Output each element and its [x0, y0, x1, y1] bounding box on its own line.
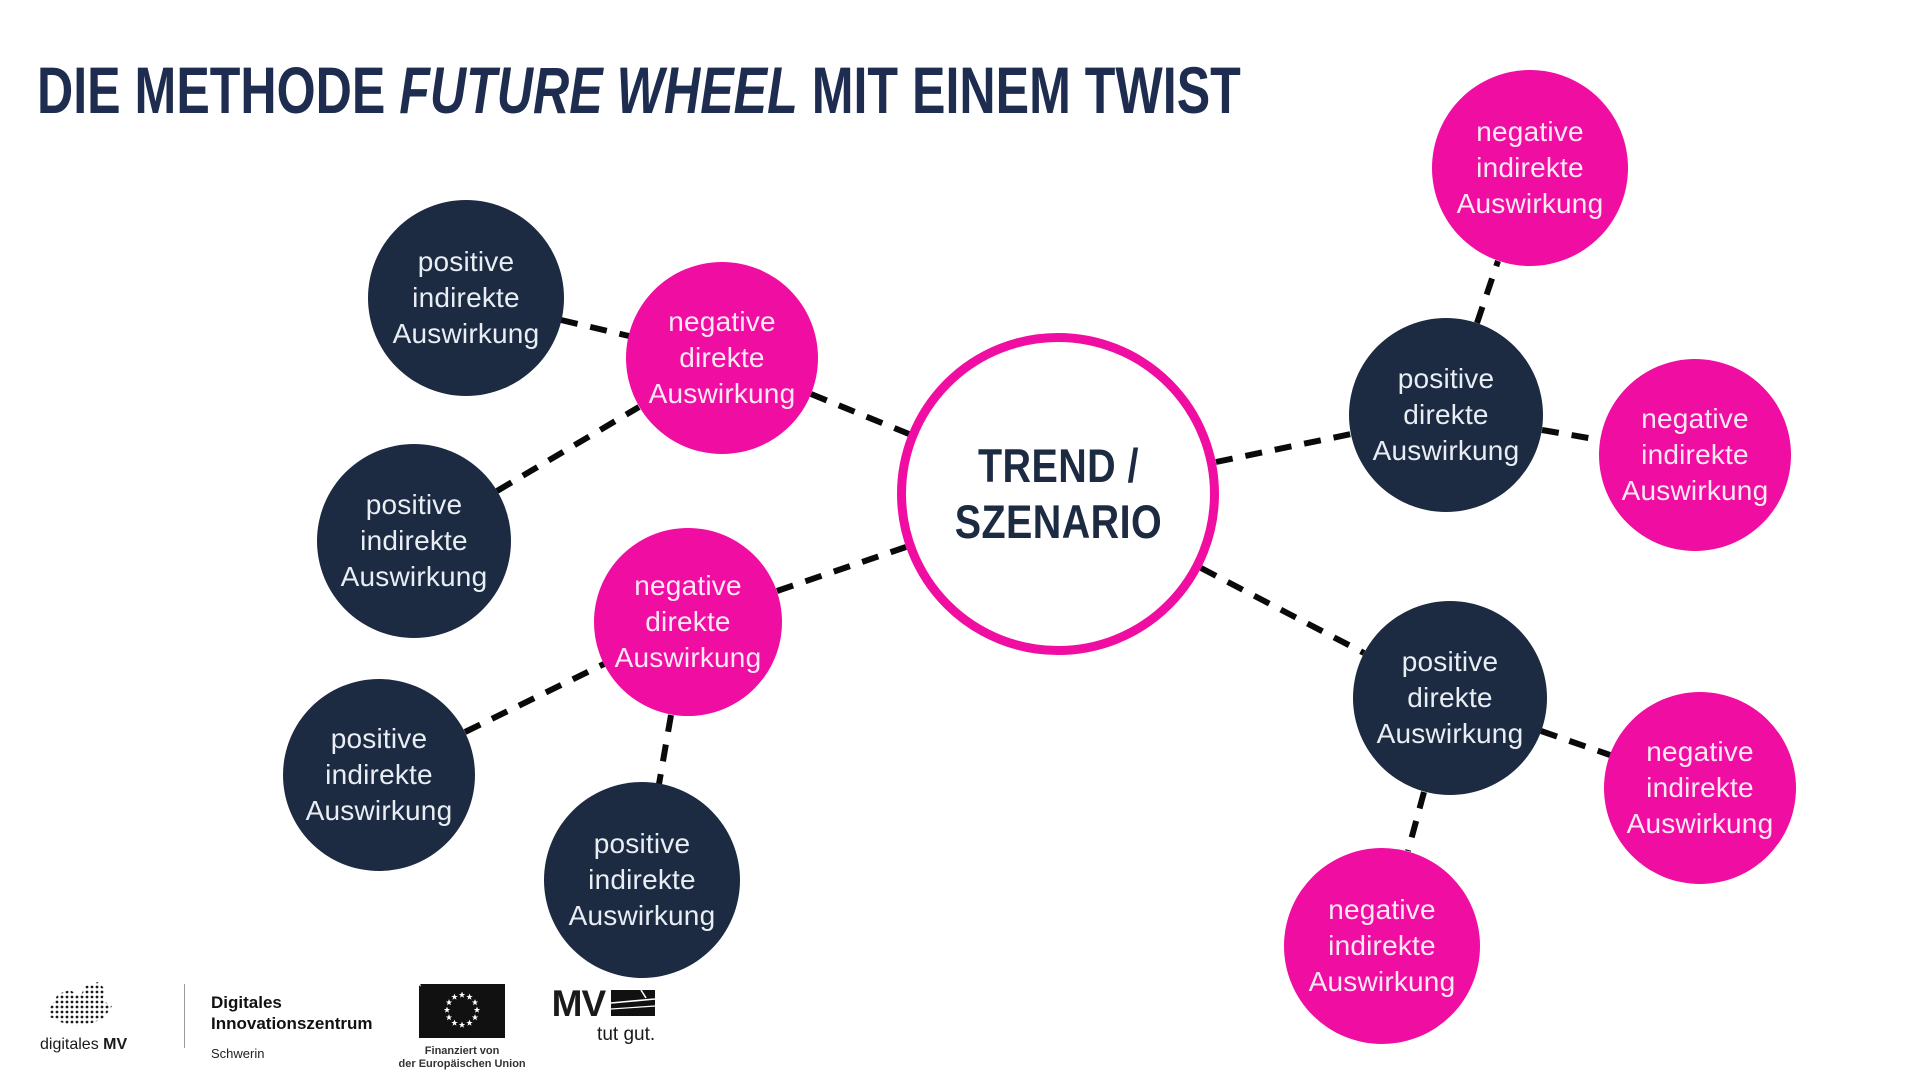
- eu-funding-logo: Finanziert von der Europäischen Union: [399, 984, 526, 1071]
- footer-logo-strip: digitales MV Digitales Innovationszentru…: [40, 980, 656, 1071]
- node-negative-indirekte-auswirkung: negative indirekte Auswirkung: [1599, 359, 1791, 551]
- eu-caption-line2: der Europäischen Union: [398, 1058, 526, 1070]
- digitales-mv-logo: digitales MV: [40, 980, 158, 1054]
- eu-caption-line1: Finanziert von: [424, 1045, 500, 1057]
- node-positive-indirekte-auswirkung: positive indirekte Auswirkung: [544, 782, 740, 978]
- node-negative-indirekte-auswirkung: negative indirekte Auswirkung: [1604, 692, 1796, 884]
- mv-claim: tut gut.: [597, 1024, 656, 1045]
- connector-line: [1540, 728, 1611, 758]
- node-positive-indirekte-auswirkung: positive indirekte Auswirkung: [368, 200, 564, 396]
- connector-line: [1199, 565, 1366, 656]
- connector-line: [495, 404, 641, 494]
- eu-flag-icon: [419, 984, 506, 1038]
- digitales-innovationszentrum-logo: Digitales Innovationszentrum Schwerin: [211, 993, 373, 1061]
- digitales-mv-dot-map-icon: [48, 982, 112, 1026]
- page-title: DIE METHODE FUTURE WHEEL MIT EINEM TWIST: [37, 52, 1241, 128]
- mv-letters: MV: [551, 983, 606, 1024]
- center-node-trend-szenario: TREND / SZENARIO: [897, 333, 1219, 655]
- node-positive-indirekte-auswirkung: positive indirekte Auswirkung: [317, 444, 511, 638]
- connector-line: [1215, 431, 1352, 465]
- mv-flag-icon: [611, 989, 656, 1016]
- connector-line: [656, 714, 674, 785]
- node-positive-direkte-auswirkung: positive direkte Auswirkung: [1349, 318, 1543, 512]
- node-positive-direkte-auswirkung: positive direkte Auswirkung: [1353, 601, 1547, 795]
- title-part-italic: FUTURE WHEEL: [399, 53, 798, 127]
- node-negative-direkte-auswirkung: negative direkte Auswirkung: [626, 262, 818, 454]
- diz-city-label: Schwerin: [211, 1046, 265, 1061]
- digitales-mv-wordmark: digitales MV: [40, 1036, 128, 1053]
- title-part-1: DIE METHODE: [37, 53, 400, 127]
- connector-line: [463, 661, 606, 735]
- connector-line: [776, 544, 907, 594]
- mv-tut-gut-logo: MV tut gut.: [551, 983, 656, 1046]
- node-positive-indirekte-auswirkung: positive indirekte Auswirkung: [283, 679, 475, 871]
- footer-divider: [184, 984, 185, 1048]
- node-negative-direkte-auswirkung: negative direkte Auswirkung: [594, 528, 782, 716]
- node-negative-indirekte-auswirkung: negative indirekte Auswirkung: [1284, 848, 1480, 1044]
- connector-line: [1541, 427, 1601, 443]
- connector-line: [809, 391, 911, 437]
- title-part-3: MIT EINEM TWIST: [797, 53, 1241, 127]
- connector-line: [560, 317, 630, 339]
- center-node-label: TREND / SZENARIO: [954, 439, 1162, 548]
- node-negative-indirekte-auswirkung: negative indirekte Auswirkung: [1432, 70, 1628, 266]
- connector-line: [1474, 260, 1501, 324]
- connector-line: [1405, 791, 1427, 852]
